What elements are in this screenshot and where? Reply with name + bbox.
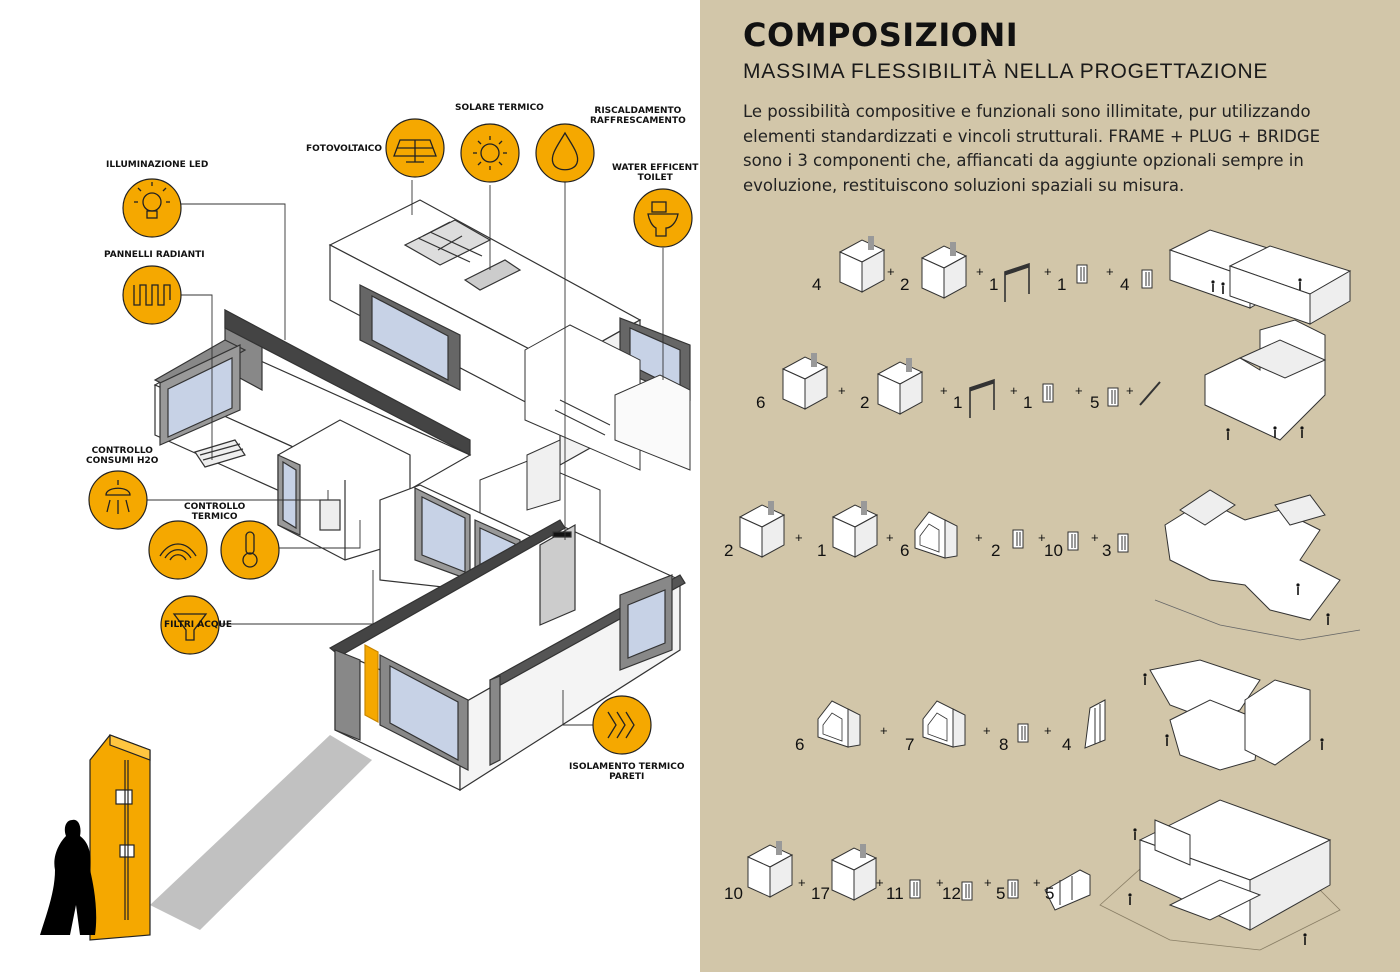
row1-plus-1: +: [887, 264, 895, 279]
row2-plus-5: +: [1126, 383, 1134, 398]
thermometer-icon: [220, 520, 280, 580]
row2-term-1: 6: [756, 393, 765, 412]
row4-term-2: 7: [905, 735, 914, 754]
led-icon: [122, 178, 182, 238]
row1-term-2: 2: [900, 275, 909, 294]
page-subtitle: MASSIMA FLESSIBILITÀ NELLA PROGETTAZIONE: [743, 60, 1269, 83]
row5-plus-3: +: [936, 875, 944, 890]
row5-plus-2: +: [876, 875, 884, 890]
row4-numbers: 6 + 7 + 8 + 4: [795, 723, 1071, 754]
row5-term-6: 5: [1045, 884, 1054, 903]
row3-numbers: 2 + 1 + 6 + 2 + 10 + 3: [724, 530, 1111, 560]
row3-term-5: 10: [1044, 541, 1063, 560]
row2-plus-1: +: [838, 383, 846, 398]
row1-term-4: 1: [1057, 275, 1066, 294]
row2-term-2: 2: [860, 393, 869, 412]
row2-term-4: 1: [1023, 393, 1032, 412]
row1-term-3: 1: [989, 275, 998, 294]
row3-term-2: 1: [817, 541, 826, 560]
row3-plus-5: +: [1091, 530, 1099, 545]
label-riscaldamento: RISCALDAMENTO RAFFRESCAMENTO: [590, 106, 686, 126]
row4-term-1: 6: [795, 735, 804, 754]
row3-plus-4: +: [1038, 530, 1046, 545]
row5-plus-4: +: [984, 875, 992, 890]
composition-row-4: 6 + 7 + 8 + 4: [795, 659, 1325, 771]
label-pannelli-radianti: PANNELLI RADIANTI: [104, 250, 205, 260]
water-drop-icon: [535, 123, 595, 183]
compositions-panel: COMPOSIZIONI MASSIMA FLESSIBILITÀ NELLA …: [700, 0, 1400, 972]
composition-row-5: 10 + 17 + 11 + 12 + 5 + 5: [724, 799, 1341, 951]
label-isolamento-line2: PARETI: [609, 772, 645, 782]
row3-plus-2: +: [886, 530, 894, 545]
label-h2o-line2: CONSUMI H2O: [86, 456, 159, 466]
axonometric-view: ILLUMINAZIONE LED FOTOVOLTAICO SOLARE TE…: [40, 103, 699, 941]
label-water-efficent: WATER EFFICENT TOILET: [612, 163, 698, 183]
axonometric-drawing: [40, 118, 693, 941]
label-filtri-acque: FILTRI ACQUE: [164, 620, 232, 630]
row5-numbers: 10 + 17 + 11 + 12 + 5 + 5: [724, 875, 1054, 903]
composition-row-2: 6 + 2 + 1 + 1 + 5 +: [756, 319, 1327, 441]
row1-plus-4: +: [1106, 264, 1114, 279]
label-fotovoltaico: FOTOVOLTAICO: [306, 144, 383, 154]
sun-icon: [460, 123, 520, 183]
row5-term-5: 5: [996, 884, 1005, 903]
composition-row-3: 2 + 1 + 6 + 2 + 10 + 3: [724, 489, 1361, 641]
row4-plus-1: +: [880, 723, 888, 738]
label-controllo-h2o: CONTROLLO CONSUMI H2O: [86, 446, 158, 466]
row4-plus-3: +: [1044, 723, 1052, 738]
label-h2o-line1: CONTROLLO: [91, 446, 153, 456]
label-termico-line2: TERMICO: [191, 512, 238, 522]
row1-numbers: 4 + 2 + 1 + 1 + 4: [812, 264, 1129, 294]
row5-term-4: 12: [942, 884, 961, 903]
label-water-line2: TOILET: [637, 173, 673, 183]
row5-plus-1: +: [798, 875, 806, 890]
row5-term-2: 17: [811, 884, 830, 903]
filter-icon: [160, 595, 220, 655]
row3-term-6: 3: [1102, 541, 1111, 560]
row3-term-1: 2: [724, 541, 733, 560]
row5-plus-5: +: [1033, 875, 1041, 890]
row2-plus-2: +: [940, 383, 948, 398]
row1-term-1: 4: [812, 275, 821, 294]
row3-plus-1: +: [795, 530, 803, 545]
label-isolamento: ISOLAMENTO TERMICO PARETI: [569, 762, 685, 782]
row4-plus-2: +: [983, 723, 991, 738]
description: Le possibilità compositive e funzionali …: [743, 102, 1321, 195]
row3-plus-3: +: [975, 530, 983, 545]
label-riscaldamento-line1: RISCALDAMENTO: [594, 106, 682, 116]
row2-plus-3: +: [1010, 383, 1018, 398]
label-termico-line1: CONTROLLO: [184, 502, 246, 512]
label-illuminazione-led: ILLUMINAZIONE LED: [106, 160, 209, 170]
label-isolamento-line1: ISOLAMENTO TERMICO: [569, 762, 685, 772]
page-title: COMPOSIZIONI: [743, 16, 1019, 54]
row1-plus-3: +: [1044, 264, 1052, 279]
row3-term-4: 2: [991, 541, 1000, 560]
label-riscaldamento-line2: RAFFRESCAMENTO: [590, 116, 686, 126]
row4-term-3: 8: [999, 735, 1008, 754]
insulation-icon: [592, 695, 652, 755]
row1-term-5: 4: [1120, 275, 1129, 294]
row3-term-3: 6: [900, 541, 909, 560]
row2-numbers: 6 + 2 + 1 + 1 + 5 +: [756, 383, 1134, 412]
label-controllo-termico: CONTROLLO TERMICO: [184, 502, 245, 522]
row2-plus-4: +: [1075, 383, 1083, 398]
row4-term-4: 4: [1062, 735, 1071, 754]
row5-term-3: 11: [886, 884, 904, 903]
compositions-drawing: 4 + 2 + 1 + 1 + 4 6 +: [724, 229, 1361, 951]
row2-term-3: 1: [953, 393, 962, 412]
row1-plus-2: +: [976, 264, 984, 279]
label-water-line1: WATER EFFICENT: [612, 163, 699, 173]
row5-term-1: 10: [724, 884, 743, 903]
composition-row-1: 4 + 2 + 1 + 1 + 4: [812, 229, 1351, 325]
row2-term-5: 5: [1090, 393, 1099, 412]
label-solare-termico: SOLARE TERMICO: [455, 103, 544, 113]
toilet-icon: [633, 188, 693, 248]
